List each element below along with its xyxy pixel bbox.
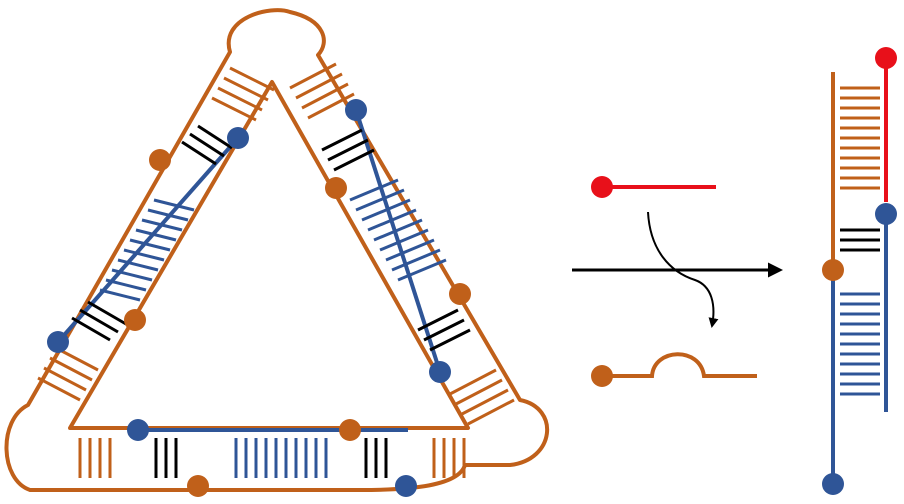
inner-orange-strand: [68, 80, 470, 430]
released-orange-strand: [602, 352, 757, 378]
blue-node: [227, 127, 249, 149]
black-rungs: [840, 228, 880, 252]
blue-node: [127, 419, 149, 441]
blue-node: [429, 361, 451, 383]
orange-rungs: [840, 86, 880, 190]
displacement-arrow: [647, 211, 719, 328]
orange-node: [449, 283, 471, 305]
product-duplex: [822, 47, 897, 495]
blue-node: [822, 473, 844, 495]
orange-node: [325, 177, 347, 199]
red-node: [875, 47, 897, 69]
blue-node: [875, 203, 897, 225]
blue-strand-left: [56, 136, 240, 344]
orange-node: [187, 475, 209, 497]
red-node: [591, 176, 613, 198]
bottom-edge-rungs: [78, 438, 466, 478]
blue-rungs: [840, 292, 880, 396]
orange-node: [591, 365, 613, 387]
triangle-assembly: [4, 8, 549, 497]
right-edge-rungs: [289, 62, 515, 426]
outer-orange-strand: [4, 8, 549, 492]
blue-node: [47, 331, 69, 353]
orange-node: [339, 419, 361, 441]
blue-node: [395, 475, 417, 497]
orange-node: [149, 149, 171, 171]
orange-node: [124, 309, 146, 331]
triangle-nodes: [47, 99, 471, 497]
orange-node: [822, 259, 844, 281]
left-edge-rungs: [37, 66, 275, 402]
blue-node: [345, 99, 367, 121]
reaction-scheme: [572, 176, 783, 387]
